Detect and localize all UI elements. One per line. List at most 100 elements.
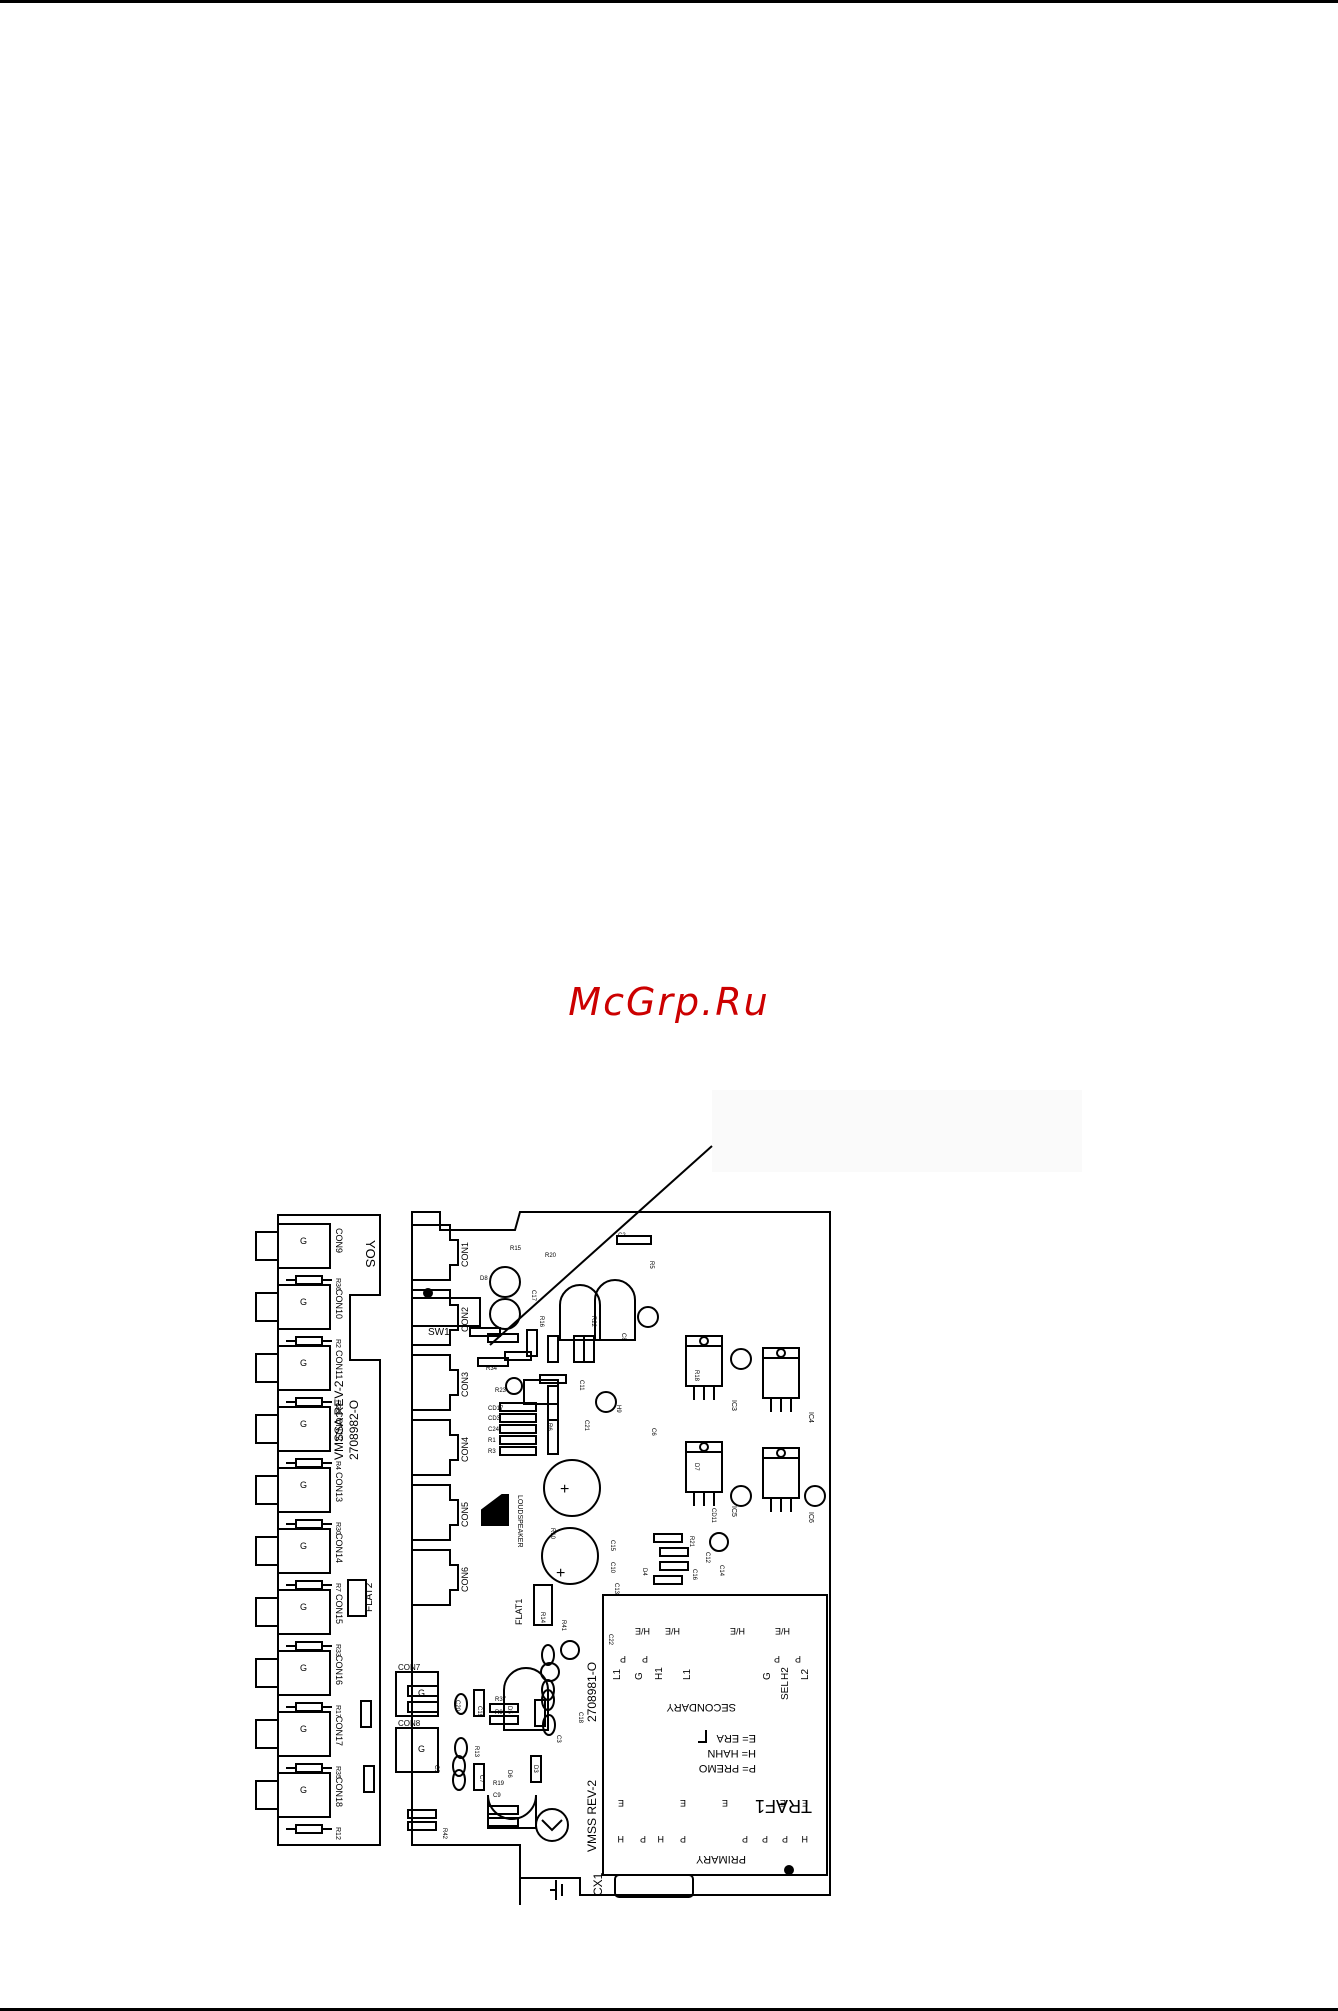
component-label: C16	[691, 1569, 697, 1581]
secondary-label: SECONDARY	[666, 1701, 736, 1713]
jack-label: CON18	[334, 1777, 344, 1807]
capacitor-cd11	[709, 1532, 729, 1552]
jack-barrel	[255, 1475, 279, 1505]
primary-pin: P	[782, 1834, 788, 1844]
primary-pin: P	[680, 1834, 686, 1844]
diode-symbol	[360, 1700, 372, 1728]
jack-body	[277, 1528, 331, 1574]
cx1-component	[614, 1874, 694, 1898]
jack-body	[277, 1711, 331, 1757]
tap-label: H/E	[635, 1626, 650, 1636]
component-label: R41	[560, 1620, 566, 1632]
legend-hahn: H= HAHN	[707, 1747, 756, 1759]
board-connector	[412, 1549, 459, 1606]
component-label: R22	[590, 1316, 596, 1328]
connector-label: CON2	[460, 1307, 470, 1332]
component-label: C13	[613, 1583, 619, 1595]
ground-label: G	[418, 1744, 425, 1754]
resistor-label: R17	[334, 1705, 341, 1718]
connector-label: CON5	[460, 1502, 470, 1527]
jack-body	[277, 1772, 331, 1818]
pin-mark: P	[620, 1654, 626, 1664]
capacitor-c11	[637, 1306, 659, 1328]
resistor-symbol	[407, 1701, 439, 1713]
jack-body	[277, 1406, 331, 1452]
jack-label: CON12	[334, 1411, 344, 1441]
cx1-label: CX1	[591, 1872, 605, 1896]
ground-label: G	[300, 1236, 307, 1246]
component-label: R18	[693, 1370, 699, 1382]
ground-label: G	[300, 1785, 307, 1795]
ceramic-capacitor	[452, 1755, 466, 1777]
diode-symbol	[526, 1329, 538, 1357]
component-label: C6	[650, 1428, 656, 1436]
regulator-label: IC4	[807, 1412, 814, 1423]
secondary-pin: L1	[682, 1668, 693, 1680]
capacitor-c8	[489, 1298, 521, 1330]
tap-label: H/E	[665, 1626, 680, 1636]
main-board-part-number: 2708981-O	[585, 1662, 599, 1722]
resistor-symbol	[407, 1821, 437, 1831]
component-label: C9	[493, 1793, 501, 1799]
component-label: C15	[609, 1540, 615, 1552]
connector-label: CON7	[398, 1663, 421, 1672]
jack-barrel	[255, 1414, 279, 1444]
left-board-title: YOS	[363, 1240, 378, 1268]
jack-body	[277, 1284, 331, 1330]
connector-label: CON4	[460, 1437, 470, 1462]
primary-pin-e: E	[618, 1798, 624, 1808]
primary-pin: H	[618, 1834, 625, 1844]
board-connector	[412, 1289, 459, 1346]
regulator-body	[685, 1345, 723, 1387]
diode-symbol	[534, 1699, 546, 1727]
jack-label: CON14	[334, 1533, 344, 1563]
pin-mark: P	[795, 1654, 801, 1664]
resistor-label: R12	[334, 1827, 341, 1840]
component-label: D8	[480, 1276, 488, 1282]
bottom-rule	[0, 2008, 1338, 2011]
left-board-model: VMSSA REV-2	[332, 1380, 346, 1460]
legend-era: E= ERA	[716, 1732, 756, 1744]
capacitor-c16	[730, 1485, 752, 1507]
component-label: C17	[530, 1290, 536, 1302]
component-label: C3	[555, 1735, 561, 1743]
transistor-q1	[559, 1284, 601, 1341]
jack-label: CON17	[334, 1716, 344, 1746]
component-label: R14	[539, 1612, 545, 1624]
primary-pin: P	[742, 1834, 748, 1844]
primary-pin: P	[640, 1834, 646, 1844]
ceramic-capacitor	[454, 1737, 468, 1759]
jack-label: CON13	[334, 1472, 344, 1502]
resistor-symbol	[477, 1357, 509, 1367]
board-connector	[412, 1484, 459, 1541]
diode-symbol	[583, 1335, 595, 1363]
ground-label: G	[300, 1663, 307, 1673]
ground-label: G	[300, 1724, 307, 1734]
resistor-symbol	[653, 1533, 683, 1543]
jack-resistor	[295, 1824, 323, 1834]
resistor-label: R33	[334, 1644, 341, 1657]
component-label: R42	[441, 1828, 447, 1840]
jack-barrel	[255, 1536, 279, 1566]
primary-pin: H	[658, 1834, 665, 1844]
secondary-pin: SEL	[780, 1681, 791, 1700]
regulator-label: IC6	[807, 1512, 814, 1523]
secondary-pin: H2	[780, 1667, 791, 1680]
jack-barrel	[255, 1719, 279, 1749]
secondary-pin: L2	[800, 1668, 811, 1680]
diode-symbol	[530, 1755, 542, 1783]
resistor-label: R2	[334, 1339, 341, 1348]
resistor-symbol	[659, 1547, 689, 1557]
flat1-label: FLAT1	[514, 1599, 524, 1625]
component-label: C14	[718, 1565, 724, 1577]
jack-body	[277, 1223, 331, 1269]
ground-label: G	[418, 1688, 425, 1698]
jack-body	[395, 1671, 439, 1717]
regulator-body	[685, 1451, 723, 1493]
trimmer-icon	[535, 1808, 569, 1842]
component-label: D3	[532, 1765, 538, 1773]
jack-body	[277, 1467, 331, 1513]
